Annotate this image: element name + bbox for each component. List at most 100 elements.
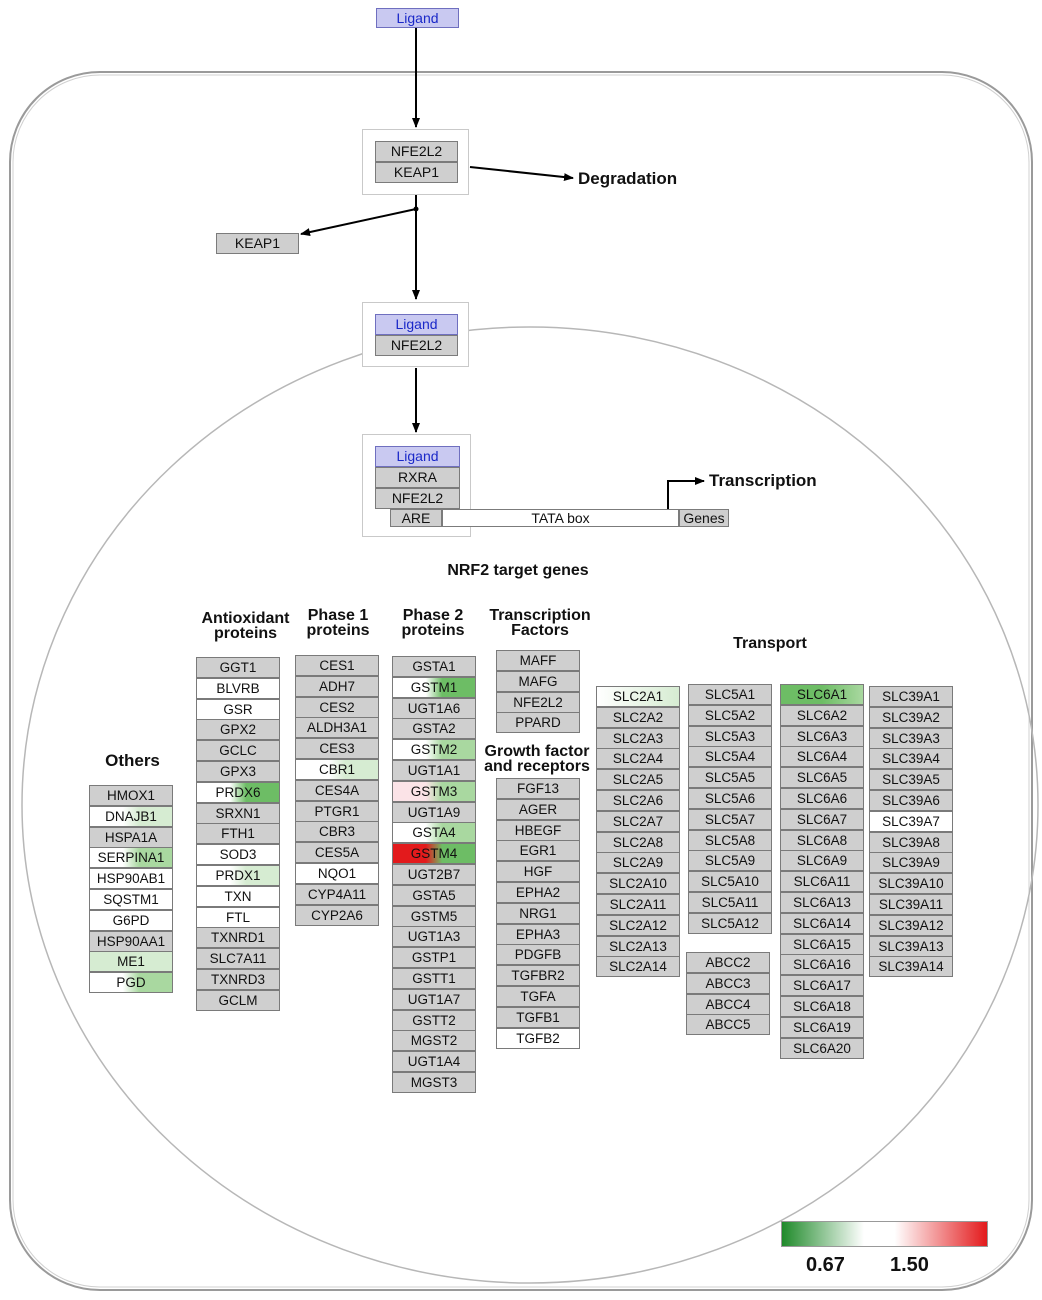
complex3-rxra: RXRA [375,467,460,488]
gene-slc2a3: SLC2A3 [596,727,680,749]
gene-slc39a1: SLC39A1 [869,686,953,707]
group-title-phase1: Phase 1 proteins [306,607,370,639]
gene-slc5a2: SLC5A2 [688,704,772,726]
group-title-others: Others [105,751,160,770]
gene-gsta4: GSTA4 [392,822,476,844]
gene-txnrd1: TXNRD1 [196,927,280,949]
gene-mafg: MAFG [496,670,580,692]
complex3-nfe2l2: NFE2L2 [375,488,460,509]
gene-mgst2: MGST2 [392,1030,476,1052]
gene-abcc5: ABCC5 [686,1014,770,1036]
gene-fth1: FTH1 [196,823,280,845]
gene-gclm: GCLM [196,989,280,1011]
gene-gclc: GCLC [196,740,280,762]
gene-slc39a5: SLC39A5 [869,769,953,791]
gene-sqstm1: SQSTM1 [89,889,173,910]
gene-slc39a6: SLC39A6 [869,790,953,811]
gene-slc6a6: SLC6A6 [780,788,864,809]
legend-low-label: 0.67 [806,1254,845,1276]
tata-box-label: TATA box [531,510,590,526]
gene-maff: MAFF [496,650,580,671]
complex3-ligand: Ligand [375,446,460,467]
group-title-antioxidant: Antioxidant proteins [201,610,290,642]
gene-ager: AGER [496,798,580,820]
gene-slc2a10: SLC2A10 [596,873,680,895]
gene-slc39a14: SLC39A14 [869,956,953,978]
gene-ugt1a7: UGT1A7 [392,988,476,1010]
gene-hgf: HGF [496,861,580,883]
gene-slc6a15: SLC6A15 [780,933,864,955]
gene-slc2a8: SLC2A8 [596,831,680,853]
gene-slc5a8: SLC5A8 [688,829,772,851]
gene-abcc2: ABCC2 [686,952,770,973]
gene-blvrb: BLVRB [196,677,280,699]
gene-slc5a6: SLC5A6 [688,788,772,809]
gene-slc6a18: SLC6A18 [780,996,864,1017]
gene-adh7: ADH7 [295,675,379,697]
gene-gstt1: GSTT1 [392,968,476,989]
gene-dnajb1: DNAJB1 [89,805,173,827]
gene-tgfb1: TGFB1 [496,1006,580,1028]
gene-ugt1a9: UGT1A9 [392,801,476,823]
gene-ppard: PPARD [496,712,580,734]
gene-slc6a19: SLC6A19 [780,1016,864,1038]
gene-slc39a4: SLC39A4 [869,748,953,770]
gene-sod3: SOD3 [196,844,280,866]
gene-ces3: CES3 [295,738,379,760]
gene-me1: ME1 [89,951,173,973]
gene-slc6a7: SLC6A7 [780,808,864,830]
transcription-label: Transcription [709,471,817,490]
gene-gpx3: GPX3 [196,761,280,782]
gene-txnrd3: TXNRD3 [196,969,280,990]
gene-ces1: CES1 [295,655,379,676]
gene-slc5a4: SLC5A4 [688,746,772,768]
gene-slc39a9: SLC39A9 [869,852,953,874]
gene-cbr3: CBR3 [295,821,379,843]
gene-gstm2: GSTM2 [392,739,476,761]
gene-slc39a7: SLC39A7 [869,810,953,832]
complex2-nfe2l2: NFE2L2 [375,335,458,356]
gene-ptgr1: PTGR1 [295,800,379,822]
gene-slc6a20: SLC6A20 [780,1037,864,1059]
gene-srxn1: SRXN1 [196,802,280,824]
gene-ugt2b7: UGT2B7 [392,864,476,885]
gene-ugt1a4: UGT1A4 [392,1051,476,1073]
tata-box: TATA box [442,509,679,527]
gene-slc39a3: SLC39A3 [869,727,953,749]
gene-slc6a16: SLC6A16 [780,954,864,976]
gene-tgfb2: TGFB2 [496,1027,580,1049]
gene-ggt1: GGT1 [196,657,280,678]
gene-slc2a9: SLC2A9 [596,852,680,874]
gene-slc6a4: SLC6A4 [780,746,864,768]
keap1-released: KEAP1 [216,233,299,254]
gene-gstm3: GSTM3 [392,780,476,802]
gene-slc39a10: SLC39A10 [869,873,953,895]
gene-slc5a1: SLC5A1 [688,684,772,705]
gene-nrg1: NRG1 [496,902,580,924]
gene-slc2a12: SLC2A12 [596,914,680,936]
gene-abcc3: ABCC3 [686,972,770,994]
gene-hbegf: HBEGF [496,819,580,841]
gene-serpina1: SERPINA1 [89,847,173,869]
gene-epha3: EPHA3 [496,923,580,945]
gene-ces4a: CES4A [295,779,379,801]
gene-tgfa: TGFA [496,986,580,1007]
gene-slc6a13: SLC6A13 [780,892,864,913]
gene-slc2a11: SLC2A11 [596,894,680,915]
gene-ftl: FTL [196,906,280,928]
gene-slc6a5: SLC6A5 [780,767,864,789]
ligand-node-top: Ligand [376,8,459,28]
group-title-tf: Transcription Factors [489,607,591,639]
gene-hsp90aa1: HSP90AA1 [89,930,173,952]
genes-element: Genes [679,509,729,527]
gene-slc2a4: SLC2A4 [596,748,680,770]
gene-slc39a8: SLC39A8 [869,831,953,853]
gene-slc2a5: SLC2A5 [596,769,680,791]
gene-pgd: PGD [89,972,173,994]
gene-slc6a9: SLC6A9 [780,850,864,872]
complex1-keap1: KEAP1 [375,162,458,183]
gene-nfe2l2: NFE2L2 [496,691,580,713]
gene-slc6a14: SLC6A14 [780,912,864,934]
gene-slc2a13: SLC2A13 [596,935,680,957]
